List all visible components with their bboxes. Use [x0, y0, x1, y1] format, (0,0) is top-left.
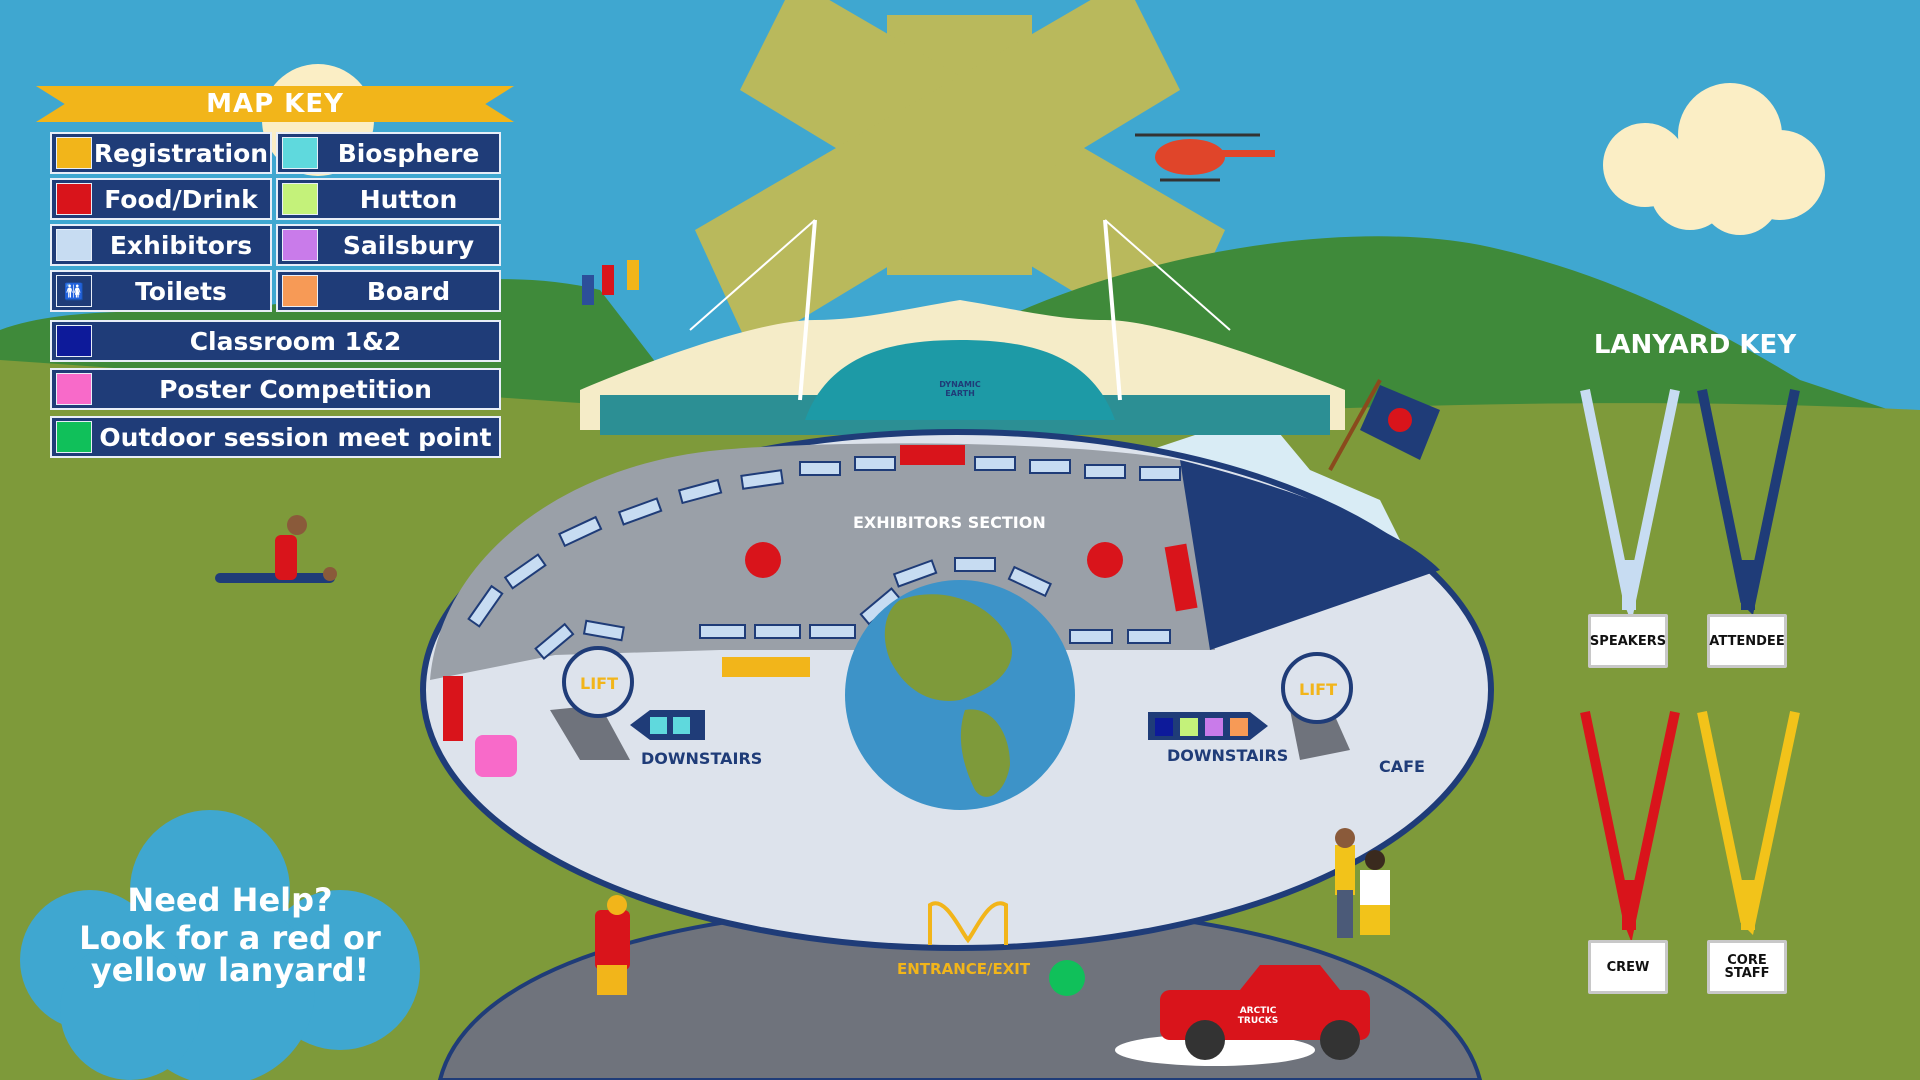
lift-left — [550, 646, 634, 760]
key-item-food-drink: Food/Drink — [50, 178, 272, 220]
help-message: Need Help? Look for a red or yellow lany… — [40, 884, 420, 986]
key-item-hutton: Hutton — [276, 178, 501, 220]
food-drink-swatch — [56, 183, 92, 215]
key-item-outdoor-meet-point: Outdoor session meet point — [50, 416, 501, 458]
registration-swatch — [56, 137, 92, 169]
help-line-2: Look for a red or — [79, 919, 381, 957]
key-item-registration: Registration — [50, 132, 272, 174]
firefighter — [595, 895, 630, 995]
key-item-label: Outdoor session meet point — [99, 422, 492, 452]
outdoor-meet-point — [1049, 960, 1085, 996]
poster-competition-area — [475, 735, 517, 777]
map-key-title: MAP KEY — [206, 89, 344, 119]
key-item-biosphere: Biosphere — [276, 132, 501, 174]
sailsbury-swatch — [282, 229, 318, 261]
key-item-label: Sailsbury — [342, 230, 475, 260]
key-item-board: Board — [276, 270, 501, 312]
lift-right-label: LIFT — [1299, 680, 1337, 699]
key-item-exhibitors: Exhibitors — [50, 224, 272, 266]
lanyard-attendee — [1697, 388, 1800, 616]
board-marker — [1230, 718, 1248, 736]
map-key: MAP KEY Registration Biosphere Food/Drin… — [36, 86, 514, 466]
classroom-swatch — [56, 325, 92, 357]
exhibitors-section-label: EXHIBITORS SECTION — [853, 513, 1046, 532]
food-drink-stand — [745, 542, 781, 578]
downstairs-right-label: DOWNSTAIRS — [1167, 746, 1289, 765]
key-item-classroom: Classroom 1&2 — [50, 320, 501, 362]
truck-logo: ARCTIC TRUCKS — [1237, 1006, 1279, 1026]
poster-competition-swatch — [56, 373, 92, 405]
key-item-label: Poster Competition — [159, 374, 432, 404]
key-item-label: Board — [366, 276, 451, 306]
entrance-exit-label: ENTRANCE/EXIT — [897, 960, 1031, 978]
key-item-label: Exhibitors — [109, 230, 253, 260]
key-item-toilets: 🚻 Toilets — [50, 270, 272, 312]
cloud — [1603, 83, 1825, 235]
exhibitor-booths — [467, 456, 1181, 660]
flag — [1328, 379, 1440, 471]
dynamic-earth-building — [580, 219, 1345, 435]
key-item-label: Toilets — [135, 276, 227, 306]
lift-right — [1281, 652, 1353, 760]
hutton-swatch — [282, 183, 318, 215]
food-drink-stand — [1087, 542, 1123, 578]
sailsbury-marker — [1205, 718, 1223, 736]
globe — [845, 580, 1075, 810]
exhibitors-swatch — [56, 229, 92, 261]
hutton-marker — [1180, 718, 1198, 736]
badge-core-staff: CORE STAFF — [1707, 940, 1787, 994]
registration-desk — [722, 657, 810, 677]
outdoor-meet-point-swatch — [56, 421, 92, 453]
classroom-marker — [1155, 718, 1173, 736]
first-aid-people — [1335, 828, 1390, 938]
toilets-icon: 🚻 — [56, 275, 92, 307]
badge-crew: CREW — [1588, 940, 1668, 994]
downstairs-left-label: DOWNSTAIRS — [641, 749, 763, 768]
biosphere-swatch — [282, 137, 318, 169]
key-item-label: Biosphere — [337, 138, 480, 168]
help-line-3: yellow lanyard! — [90, 951, 370, 989]
star-of-life-emblem — [695, 0, 1225, 350]
map-key-banner: MAP KEY — [36, 86, 514, 122]
help-cloud — [20, 810, 420, 1080]
key-item-label: Hutton — [359, 184, 458, 214]
helicopter — [1135, 133, 1275, 182]
badge-speakers: SPEAKERS — [1588, 614, 1668, 668]
lanyard-core-staff — [1697, 710, 1800, 936]
lanyard-key-title: LANYARD KEY — [1593, 330, 1797, 360]
cafe-label: CAFE — [1379, 757, 1425, 776]
food-drink-stand — [443, 676, 463, 741]
building-sign: DYNAMIC EARTH — [939, 380, 981, 398]
food-drink-stand — [1164, 543, 1198, 612]
key-item-label: Food/Drink — [104, 184, 258, 214]
food-drink-stand — [900, 445, 965, 465]
key-item-label: Registration — [93, 138, 269, 168]
biosphere-marker — [650, 717, 667, 734]
key-item-sailsbury: Sailsbury — [276, 224, 501, 266]
badge-attendee: ATTENDEE — [1707, 614, 1787, 668]
toilets-marker — [673, 717, 690, 734]
lift-left-label: LIFT — [580, 674, 618, 693]
red-truck — [1115, 965, 1370, 1066]
cpr-people — [215, 515, 337, 583]
entrance-arch — [928, 901, 1008, 945]
key-item-poster-competition: Poster Competition — [50, 368, 501, 410]
key-item-label: Classroom 1&2 — [189, 326, 402, 356]
board-swatch — [282, 275, 318, 307]
lanyard-speakers — [1580, 388, 1680, 623]
hikers — [582, 260, 639, 305]
lanyard-crew — [1580, 710, 1680, 943]
help-line-1: Need Help? — [127, 881, 333, 919]
